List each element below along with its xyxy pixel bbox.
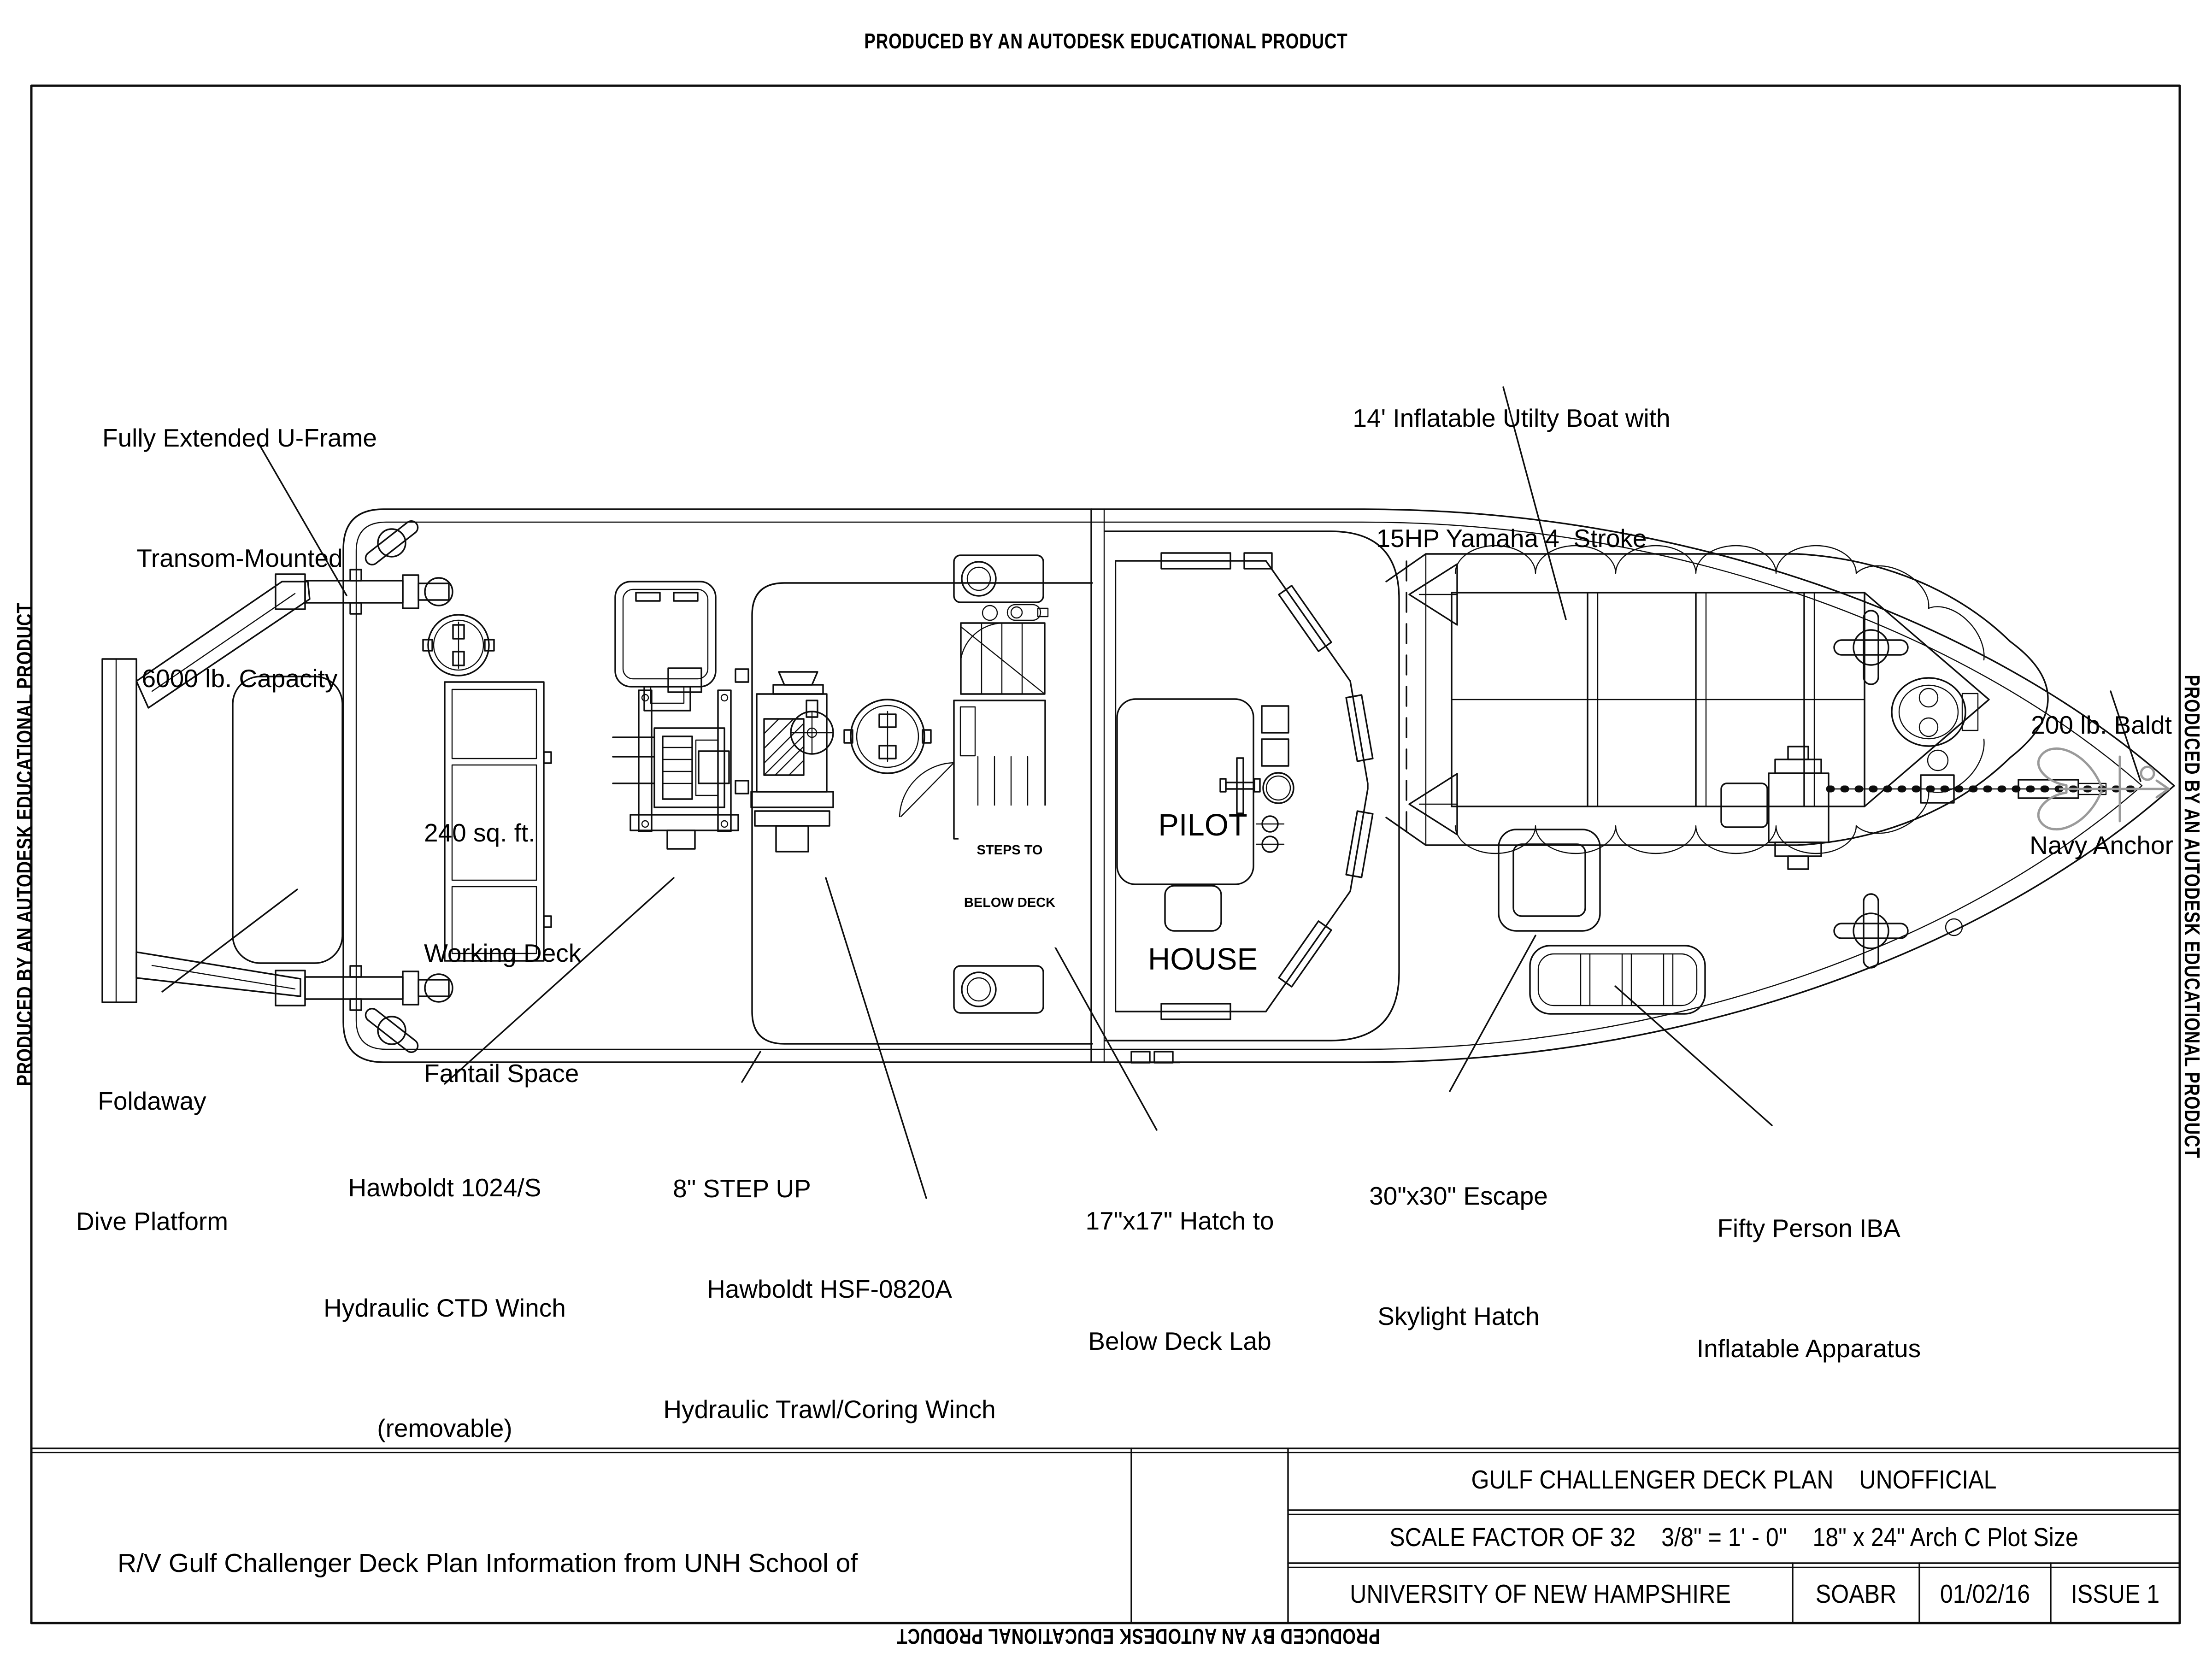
dive-platform-and-u-frame	[101, 569, 453, 1011]
ctd-winch	[612, 667, 739, 850]
label-u-frame: Fully Extended U-Frame Transom-Mounted 6…	[102, 424, 377, 693]
inflatable-utility-boat	[1385, 545, 2049, 854]
title-block-title: GULF CHALLENGER DECK PLAN UNOFFICIAL	[1471, 1465, 1997, 1494]
label-steps-below-deck: STEPS TO BELOW DECK	[959, 806, 1061, 947]
step-up-deck-line	[735, 582, 1093, 1045]
title-block-scale: SCALE FACTOR OF 32 3/8" = 1' - 0" 18" x …	[1389, 1523, 2078, 1552]
label-step-up: 8" STEP UP	[673, 1174, 811, 1203]
label-utility-boat: 14' Inflatable Utilty Boat with 15HP Yam…	[1353, 404, 1671, 553]
deck-hatch-circle	[843, 699, 932, 774]
watermark-bottom: PRODUCED BY AN AUTODESK EDUCATIONAL PROD…	[896, 1624, 1380, 1648]
watermark-right: PRODUCED BY AN AUTODESK EDUCATIONAL PROD…	[2180, 675, 2204, 1159]
label-hatch-17: 17"x17" Hatch to Below Deck Lab	[1085, 1206, 1274, 1355]
stern-deck-fittings	[365, 520, 717, 1053]
label-iba: Fifty Person IBA Inflatable Apparatus	[1696, 1214, 1921, 1363]
watermark-top: PRODUCED BY AN AUTODESK EDUCATIONAL PROD…	[864, 29, 1348, 53]
title-block-code: SOABR	[1815, 1579, 1897, 1609]
unh-logo-letters: NH	[1152, 1478, 1288, 1570]
title-block-date: 01/02/16	[1940, 1579, 2030, 1609]
label-ctd-winch: Hawboldt 1024/S Hydraulic CTD Winch (rem…	[324, 1173, 566, 1442]
label-working-deck: 240 sq. ft. Working Deck Fantail Space	[424, 818, 582, 1088]
label-foldaway-platform: Foldaway Dive Platform	[76, 1087, 229, 1235]
drawing-notes: R/V Gulf Challenger Deck Plan Informatio…	[118, 1548, 858, 1578]
hull-outline	[342, 508, 2175, 1063]
label-hatch-30: 30"x30" Escape Skylight Hatch	[1369, 1182, 1548, 1330]
superstructure	[899, 508, 1400, 1064]
title-block-issue: ISSUE 1	[2071, 1579, 2160, 1609]
label-navy-anchor: 200 lb. Baldt Navy Anchor	[2030, 711, 2173, 859]
watermark-left: PRODUCED BY AN AUTODESK EDUCATIONAL PROD…	[12, 602, 36, 1086]
escape-skylight-hatch	[1498, 829, 1601, 932]
navy-anchor-symbol	[2037, 747, 2170, 830]
label-pilot-house: PILOT HOUSE	[1147, 808, 1258, 977]
title-block-university: UNIVERSITY OF NEW HAMPSHIRE	[1350, 1579, 1731, 1609]
iba-container	[1529, 945, 1706, 1015]
trawl-winch	[750, 671, 834, 853]
label-trawl-winch: Hawboldt HSF-0820A Hydraulic Trawl/Corin…	[663, 1275, 996, 1424]
sheet-border	[30, 84, 2181, 1624]
